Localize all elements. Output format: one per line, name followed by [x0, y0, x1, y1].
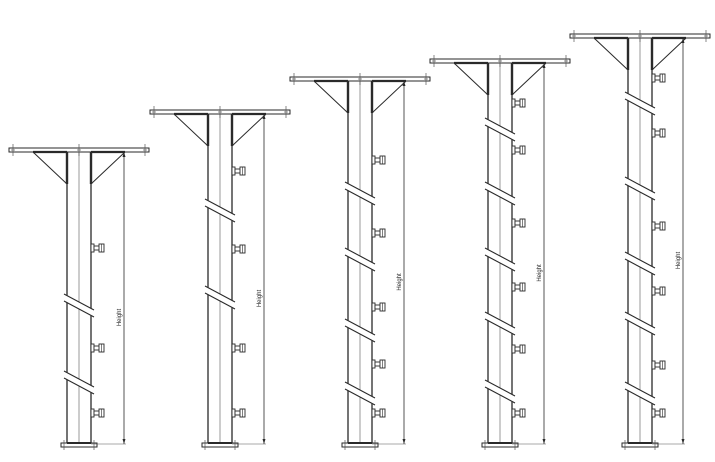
break-mark — [624, 91, 656, 116]
break-mark — [63, 370, 95, 395]
bolt-icon — [651, 286, 666, 296]
bolt-icon — [511, 344, 526, 354]
height-label: Height — [257, 289, 263, 307]
column-1: Height — [8, 144, 150, 450]
bolt-icon — [371, 408, 386, 418]
break-mark — [484, 117, 516, 142]
bolt-icon — [231, 343, 246, 353]
base-plate — [481, 440, 519, 450]
bolt-icon — [511, 98, 526, 108]
bolt-icon — [651, 360, 666, 370]
column-2: Height — [149, 106, 291, 450]
bolt-icon — [90, 343, 105, 353]
bolt-icon — [231, 166, 246, 176]
bolt-icon — [231, 244, 246, 254]
height-label: Height — [397, 273, 403, 291]
break-mark — [624, 381, 656, 406]
break-mark — [624, 311, 656, 336]
break-mark — [344, 181, 376, 206]
bolt-icon — [511, 282, 526, 292]
bolt-icon — [90, 408, 105, 418]
break-mark — [624, 176, 656, 201]
break-mark — [344, 247, 376, 272]
bolt-icon — [651, 221, 666, 231]
height-label: Height — [676, 251, 682, 269]
column-4: Height — [429, 55, 571, 450]
bolt-icon — [371, 302, 386, 312]
height-dimension: Height — [91, 152, 126, 445]
height-dimension: Height — [372, 81, 406, 445]
bolt-icon — [371, 228, 386, 238]
height-label: Height — [117, 308, 123, 326]
bolt-icon — [651, 73, 666, 83]
height-dimension: Height — [512, 63, 546, 445]
column-tube — [207, 114, 233, 444]
column-5: Height — [569, 30, 711, 450]
break-mark — [484, 311, 516, 336]
bolt-icon — [90, 243, 105, 253]
bolt-icon — [371, 155, 386, 165]
break-mark — [344, 318, 376, 343]
base-plate — [201, 440, 239, 450]
base-plate — [60, 440, 98, 450]
break-mark — [63, 293, 95, 318]
bolt-icon — [511, 218, 526, 228]
bolt-icon — [371, 359, 386, 369]
break-mark — [204, 198, 236, 223]
break-mark — [344, 381, 376, 406]
base-plate — [621, 440, 659, 450]
bolt-icon — [511, 408, 526, 418]
bolt-icon — [651, 128, 666, 138]
bolt-icon — [511, 145, 526, 155]
break-mark — [204, 285, 236, 310]
break-mark — [484, 181, 516, 206]
height-dimension: Height — [652, 38, 685, 445]
bolt-icon — [651, 408, 666, 418]
break-mark — [624, 251, 656, 276]
break-mark — [484, 379, 516, 404]
column-3: Height — [289, 73, 431, 450]
base-plate — [341, 440, 379, 450]
break-mark — [484, 247, 516, 272]
bolt-icon — [231, 408, 246, 418]
height-dimension: Height — [232, 114, 266, 445]
height-label: Height — [537, 264, 543, 282]
